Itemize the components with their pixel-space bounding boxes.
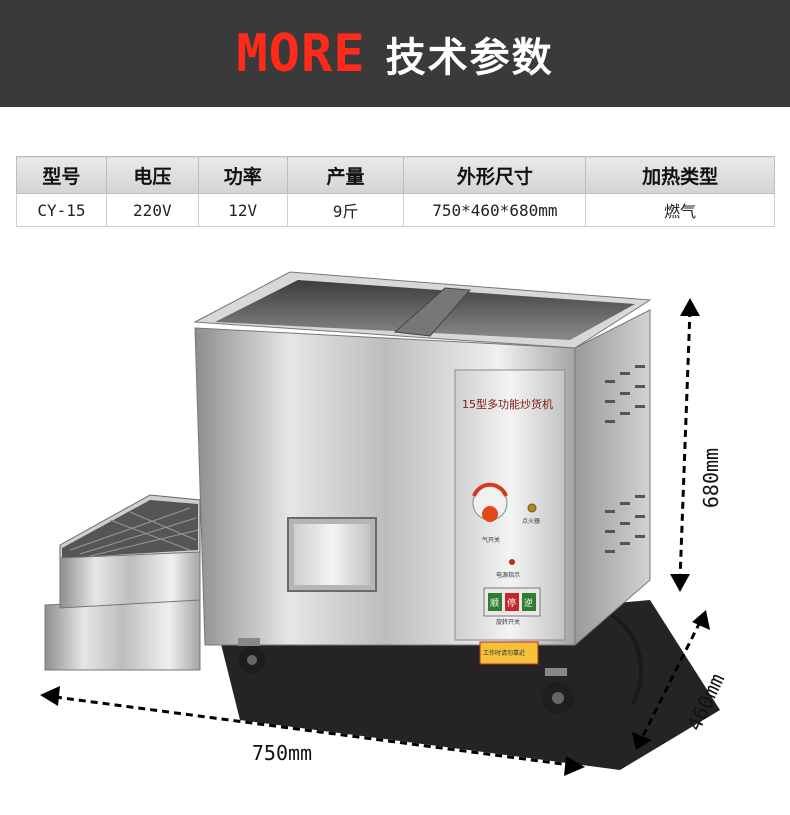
reverse-label: 逆: [524, 597, 533, 609]
width-arrow-left: [40, 686, 60, 706]
spec-value: 12V: [197, 193, 288, 227]
header-highlight: MORE: [236, 23, 366, 84]
wheel-front-right: [542, 668, 574, 714]
knob-label: 气开关: [482, 536, 500, 544]
side-vents: [605, 365, 645, 553]
width-arrow-right: [564, 756, 585, 776]
spec-value-row: CY-15 220V 12V 9斤 750*460*680mm 燃气: [16, 193, 775, 227]
switch-label: 旋转开关: [496, 618, 520, 626]
height-dimension: [678, 309, 692, 581]
warning-sticker: [479, 641, 539, 665]
spec-header: 功率: [197, 156, 288, 194]
warning-label: 工作时请勿靠近: [483, 649, 525, 657]
panel-title: 15型多功能炒货机: [462, 397, 553, 411]
reverse-button[interactable]: [522, 593, 536, 611]
spec-header: 外形尺寸: [403, 156, 587, 194]
spec-header: 产量: [286, 156, 405, 194]
power-label: 电源指示: [496, 571, 520, 579]
spec-value: 燃气: [585, 193, 775, 227]
width-dimension: [54, 695, 571, 767]
header-title: 技术参数: [385, 34, 554, 81]
product-illustration: 15型多功能炒货机 气开关 点火器 电源指示 顺 停 逆 旋转开关 工作时请勿靠…: [0, 250, 790, 815]
depth-arrow-bottom: [632, 732, 652, 750]
wheel-front-left: [238, 638, 266, 674]
depth-dimension: [640, 621, 702, 739]
igniter-label: 点火器: [522, 517, 540, 525]
spec-value: 9斤: [286, 193, 405, 227]
spec-header: 加热类型: [585, 156, 775, 194]
machine-side: [574, 309, 651, 647]
pan-divider: [393, 287, 472, 337]
door-panel: [294, 524, 370, 585]
power-cord: [610, 613, 644, 706]
height-label: 680mm: [699, 448, 723, 508]
stop-label: 停: [507, 597, 516, 609]
spec-header: 型号: [16, 156, 107, 194]
machine-drawing: 15型多功能炒货机 气开关 点火器 电源指示 顺 停 逆 旋转开关 工作时请勿靠…: [40, 271, 729, 776]
knob-arc: [472, 482, 508, 497]
knob-cap: [482, 506, 498, 522]
height-arrow-bottom: [670, 574, 690, 592]
spec-value: CY-15: [16, 193, 107, 227]
spec-header-row: 型号 电压 功率 产量 外形尺寸 加热类型: [16, 156, 775, 194]
spec-header: 电压: [105, 156, 199, 194]
stop-button[interactable]: [505, 593, 519, 611]
spec-value: 220V: [105, 193, 199, 227]
depth-arrow-top: [692, 610, 710, 630]
forward-label: 顺: [490, 598, 499, 609]
front-tray: [44, 494, 201, 671]
igniter-button[interactable]: [527, 503, 537, 513]
header-banner: MORE 技术参数: [0, 0, 790, 107]
power-indicator: [509, 559, 515, 565]
height-arrow-top: [680, 298, 700, 316]
spec-value: 750*460*680mm: [403, 193, 587, 227]
spec-table: 型号 电压 功率 产量 外形尺寸 加热类型 CY-15 220V 12V 9斤 …: [16, 156, 775, 227]
forward-button[interactable]: [488, 593, 502, 611]
width-label: 750mm: [252, 741, 312, 765]
